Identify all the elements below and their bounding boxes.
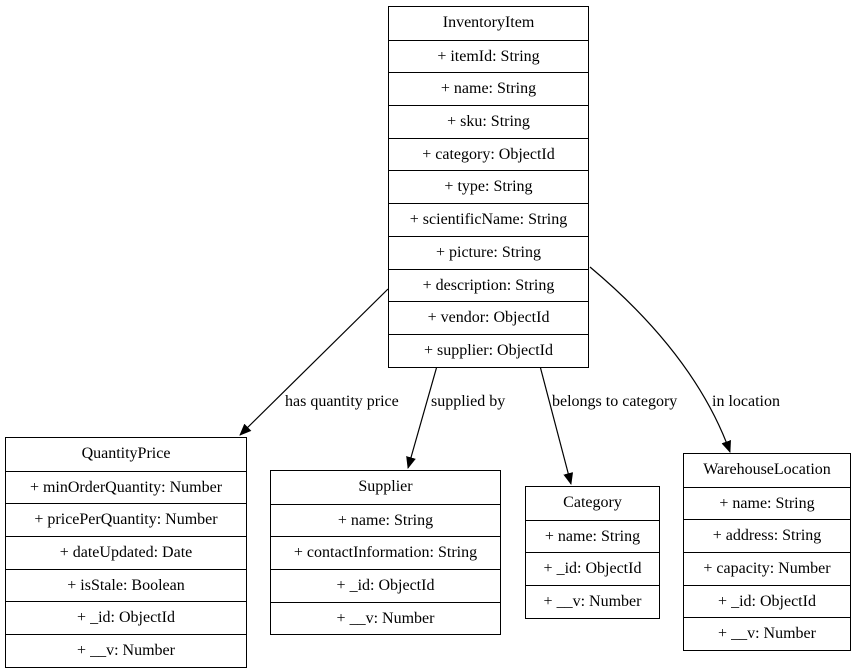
attribute-row: + name: String — [271, 503, 500, 537]
class-name: InventoryItem — [442, 14, 535, 31]
attribute-row: + minOrderQuantity: Number — [6, 470, 246, 504]
attribute-row: + itemId: String — [389, 39, 588, 73]
attribute-row: + __v: Number — [526, 585, 659, 618]
class-name: WarehouseLocation — [703, 461, 831, 478]
edge-has-quantity-price — [239, 288, 389, 436]
attribute-row: + capacity: Number — [684, 552, 850, 585]
attribute-row: + supplier: ObjectId — [389, 333, 588, 367]
attribute-row: + address: String — [684, 519, 850, 552]
edge-supplied-by — [406, 365, 438, 469]
class-category: Category + name: String + _id: ObjectId … — [525, 486, 660, 619]
attribute-row: + __v: Number — [271, 601, 500, 635]
attribute-row: + category: ObjectId — [389, 137, 588, 171]
attribute-row: + picture: String — [389, 235, 588, 269]
attribute-row: + sku: String — [389, 105, 588, 138]
class-supplier: Supplier + name: String + contactInforma… — [270, 470, 501, 636]
edge-label-in-location: in location — [712, 393, 780, 410]
attribute-row: + vendor: ObjectId — [389, 301, 588, 334]
edge-label-belongs-to-category: belongs to category — [552, 393, 678, 410]
attribute-row: + type: String — [389, 170, 588, 203]
class-name: QuantityPrice — [81, 445, 171, 462]
attribute-row: + _id: ObjectId — [684, 584, 850, 618]
class-name: Category — [563, 494, 622, 511]
class-quantity-price: QuantityPrice + minOrderQuantity: Number… — [5, 437, 247, 668]
attribute-row: + _id: ObjectId — [526, 552, 659, 585]
attribute-row: + pricePerQuantity: Number — [6, 503, 246, 536]
attribute-row: + scientificName: String — [389, 203, 588, 236]
attribute-row: + dateUpdated: Date — [6, 536, 246, 569]
attribute-row: + _id: ObjectId — [6, 601, 246, 634]
class-warehouse-location: WarehouseLocation + name: String + addre… — [683, 453, 851, 652]
edge-label-supplied-by: supplied by — [431, 393, 506, 410]
class-inventory-item: InventoryItem + itemId: String + name: S… — [388, 6, 589, 368]
edge-label-has-quantity-price: has quantity price — [285, 393, 399, 410]
edge-in-location — [589, 266, 731, 453]
attribute-row: + __v: Number — [6, 634, 246, 667]
attribute-row: + contactInformation: String — [271, 536, 500, 569]
attribute-row: + _id: ObjectId — [271, 569, 500, 602]
attribute-row: + __v: Number — [684, 617, 850, 650]
class-name: Supplier — [358, 478, 413, 495]
attribute-row: + isStale: Boolean — [6, 568, 246, 602]
attribute-row: + name: String — [389, 72, 588, 105]
attribute-row: + description: String — [389, 268, 588, 302]
attribute-row: + name: String — [526, 519, 659, 553]
edge-belongs-to-category — [539, 365, 574, 485]
attribute-row: + name: String — [684, 486, 850, 520]
